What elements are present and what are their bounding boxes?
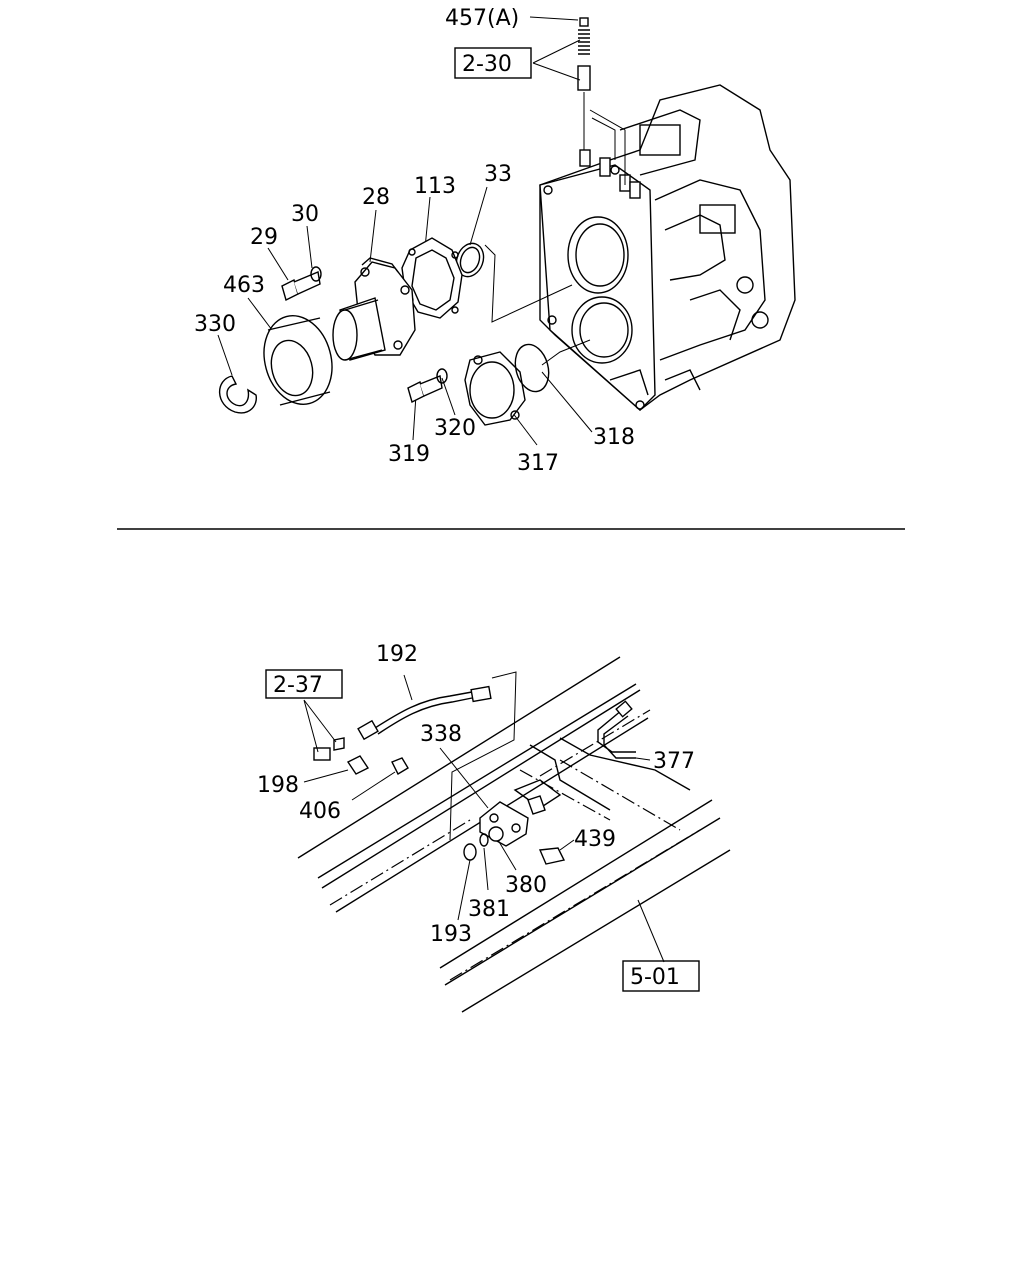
front-cover-28 bbox=[332, 257, 416, 361]
pipe-377 bbox=[597, 700, 636, 759]
ref-box-2-30 bbox=[454, 47, 532, 79]
callout-381: 381 bbox=[468, 897, 510, 922]
callout-33: 33 bbox=[484, 162, 512, 187]
oil-seal-463 bbox=[263, 315, 333, 406]
callout-192: 192 bbox=[376, 642, 418, 667]
gasket-113 bbox=[401, 237, 463, 319]
callout-198: 198 bbox=[257, 773, 299, 798]
connector-198 bbox=[313, 737, 370, 775]
lower-leader-lines bbox=[303, 674, 665, 963]
callout-193: 193 bbox=[430, 922, 472, 947]
callout-318: 318 bbox=[593, 425, 635, 450]
bolt-439 bbox=[538, 847, 566, 865]
upper-leader-lines bbox=[217, 16, 593, 446]
callout-439: 439 bbox=[574, 827, 616, 852]
callout-ref-2-37: 2-37 bbox=[273, 673, 323, 698]
callout-317: 317 bbox=[517, 451, 559, 476]
callout-338: 338 bbox=[420, 722, 462, 747]
callout-320: 320 bbox=[434, 416, 476, 441]
callout-463: 463 bbox=[223, 273, 265, 298]
frame-rails bbox=[297, 656, 731, 1013]
callout-406: 406 bbox=[299, 799, 341, 824]
ref-box-2-37 bbox=[265, 669, 343, 699]
washer-381 bbox=[479, 833, 489, 847]
ref-box-5-01 bbox=[622, 960, 700, 992]
hose-192 bbox=[357, 685, 492, 741]
nut-380 bbox=[488, 826, 504, 842]
nut-406 bbox=[391, 757, 409, 775]
callout-29: 29 bbox=[250, 225, 278, 250]
transmission-case bbox=[539, 84, 796, 411]
callout-ref-2-30: 2-30 bbox=[462, 52, 512, 77]
upper-diagram: 457(A) 2-30 33 113 28 30 29 463 330 319 … bbox=[194, 6, 796, 476]
callout-377: 377 bbox=[653, 749, 695, 774]
callout-380: 380 bbox=[505, 873, 547, 898]
lower-diagram: 192 2-37 198 406 338 377 439 380 381 193… bbox=[257, 642, 731, 1013]
o-ring-318 bbox=[514, 343, 550, 393]
callout-30: 30 bbox=[291, 202, 319, 227]
callout-ref-5-01: 5-01 bbox=[630, 965, 680, 990]
rear-cover-317 bbox=[464, 351, 526, 426]
bolt-319 bbox=[407, 375, 443, 404]
bolt-upper bbox=[527, 795, 546, 815]
callout-28: 28 bbox=[362, 185, 390, 210]
bolt-29 bbox=[281, 271, 321, 302]
detent-plunger-parts bbox=[577, 17, 626, 185]
washer-320 bbox=[436, 368, 448, 384]
callout-457a: 457(A) bbox=[445, 6, 519, 31]
washer-193 bbox=[463, 843, 477, 861]
callout-113: 113 bbox=[414, 174, 456, 199]
callout-330: 330 bbox=[194, 312, 236, 337]
washer-30 bbox=[310, 266, 322, 282]
callout-319: 319 bbox=[388, 442, 430, 467]
snap-ring-330 bbox=[218, 375, 257, 414]
